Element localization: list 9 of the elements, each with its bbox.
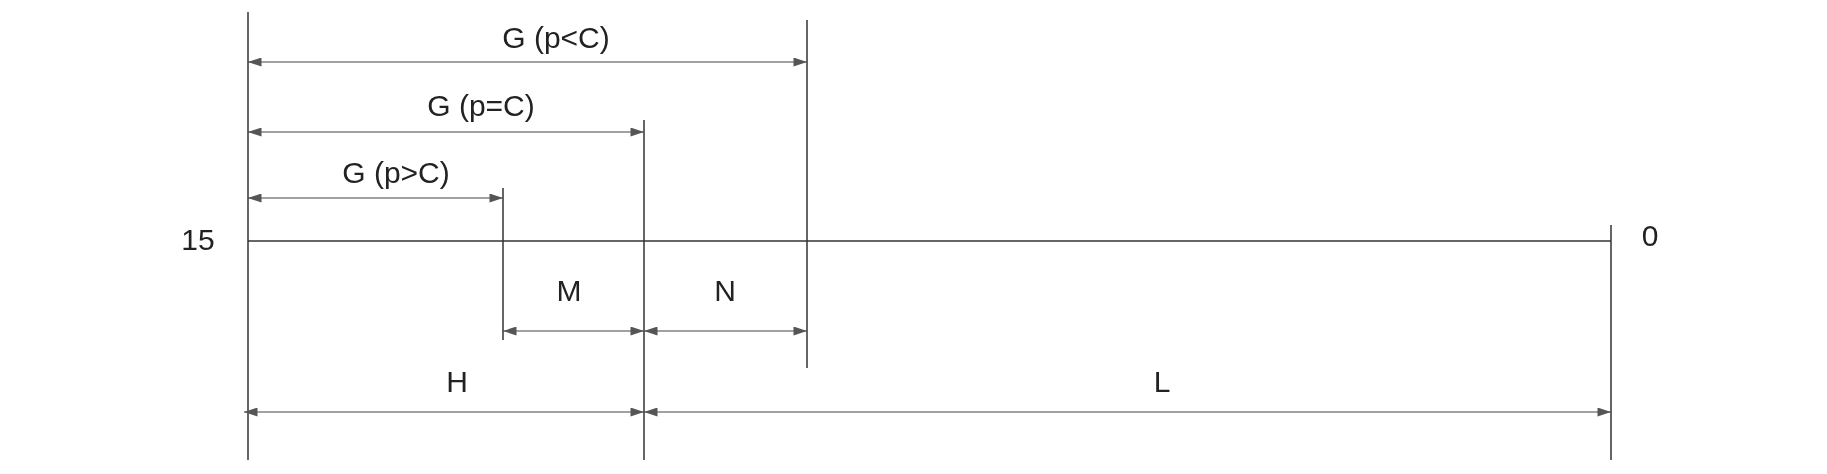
- dimension-label: G (p<C): [502, 23, 610, 53]
- dimension-label: H: [446, 367, 468, 397]
- dimension-label: 15: [181, 225, 215, 255]
- dimension-label: G (p>C): [342, 158, 450, 188]
- dimension-label: G (p=C): [427, 91, 535, 121]
- dimension-label: L: [1153, 367, 1171, 397]
- dimension-label: 0: [1641, 221, 1659, 251]
- dimension-label: N: [714, 276, 736, 306]
- dimension-label: M: [556, 276, 582, 306]
